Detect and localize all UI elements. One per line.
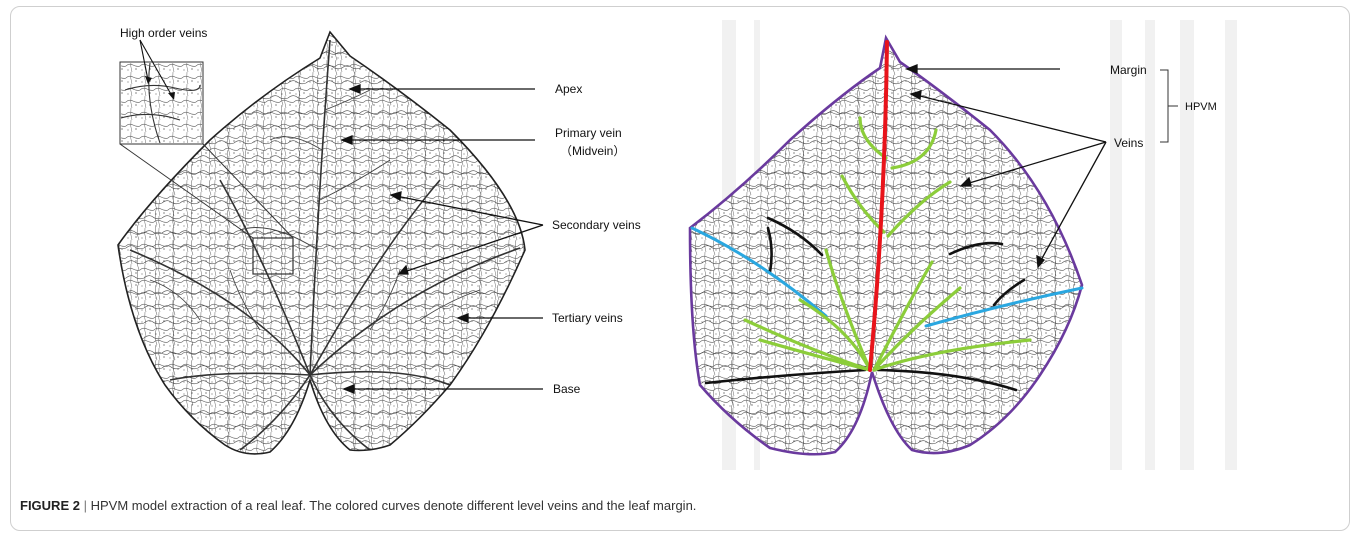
figure-caption: FIGURE 2 | HPVM model extraction of a re…	[20, 498, 1340, 513]
caption-text: HPVM model extraction of a real leaf. Th…	[91, 498, 697, 513]
label-high-order-veins: High order veins	[120, 26, 207, 40]
caption-separator: |	[84, 498, 87, 513]
label-margin: Margin	[1110, 63, 1147, 77]
figure-illustration: High order veins Apex Primary vein （Midv…	[0, 0, 1360, 490]
high-order-veins-inset	[120, 62, 203, 144]
label-hpvm: HPVM	[1185, 101, 1217, 113]
hpvm-bracket	[1160, 70, 1178, 142]
label-apex: Apex	[555, 82, 582, 96]
right-leaf-image	[680, 20, 1237, 470]
figure-number: FIGURE 2	[20, 498, 80, 513]
label-tertiary-veins: Tertiary veins	[552, 311, 623, 325]
label-secondary-veins: Secondary veins	[552, 218, 641, 232]
label-veins: Veins	[1114, 136, 1143, 150]
label-midvein: （Midvein）	[560, 144, 625, 158]
label-base: Base	[553, 382, 581, 396]
label-primary-vein: Primary vein	[555, 126, 622, 140]
